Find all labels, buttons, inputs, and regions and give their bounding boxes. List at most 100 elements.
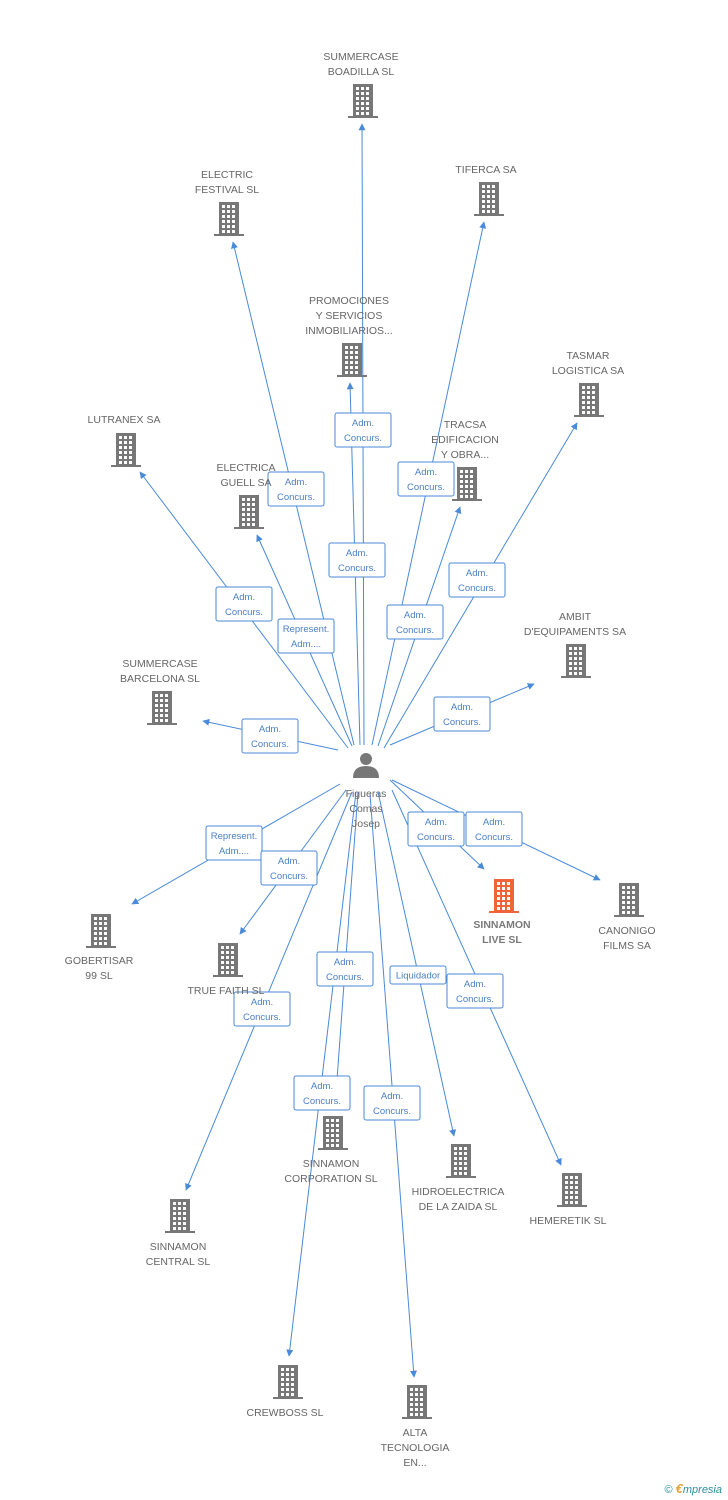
company-label-canonigo[interactable]: CANONIGO	[598, 925, 655, 937]
role-tag-lutranex[interactable]: Adm.Concurs.	[215, 586, 273, 622]
role-tag-crewboss[interactable]: Adm.Concurs.	[316, 951, 374, 987]
building-icon-electric-festival[interactable]	[214, 202, 244, 236]
company-label-summercase-barcelona[interactable]: SUMMERCASE	[122, 658, 197, 670]
building-icon-tasmar[interactable]	[574, 383, 604, 417]
company-label-sinnamon-live[interactable]: LIVE SL	[482, 934, 522, 946]
company-label-electrica-guell[interactable]: ELECTRICA	[217, 462, 276, 474]
person-icon[interactable]	[353, 753, 379, 778]
company-label-alta-tecnologia[interactable]: EN...	[403, 1457, 426, 1469]
building-icon-canonigo[interactable]	[614, 883, 644, 917]
role-tag-tracsa[interactable]: Adm.Concurs.	[386, 604, 444, 640]
company-label-tracsa[interactable]: EDIFICACION	[431, 434, 499, 446]
company-label-hidroelectrica[interactable]: HIDROELECTRICA	[412, 1186, 505, 1198]
company-label-tiferca[interactable]: TIFERCA SA	[455, 164, 516, 176]
company-label-sinnamon-central[interactable]: CENTRAL SL	[146, 1256, 211, 1268]
company-label-promociones[interactable]: PROMOCIONES	[309, 295, 389, 307]
role-tag-text: Concurs.	[407, 482, 445, 493]
role-tag-true-faith[interactable]: Adm.Concurs.	[260, 850, 318, 886]
company-label-gobertisar[interactable]: GOBERTISAR	[65, 955, 134, 967]
brand-logo-initial: €	[675, 1481, 683, 1496]
role-tag-text: Liquidador	[396, 971, 440, 982]
company-label-hemeretik[interactable]: HEMERETIK SL	[529, 1215, 606, 1227]
building-icon-promociones[interactable]	[337, 343, 367, 377]
company-label-crewboss[interactable]: CREWBOSS SL	[246, 1407, 323, 1419]
role-tag-promociones[interactable]: Adm.Concurs.	[328, 542, 386, 578]
company-label-sinnamon-corporation[interactable]: CORPORATION SL	[284, 1173, 377, 1185]
building-icon-hemeretik[interactable]	[557, 1173, 587, 1207]
building-icon-sinnamon-corporation[interactable]	[318, 1116, 348, 1150]
edge-to-crewboss	[286, 791, 357, 1357]
role-tag-sinnamon-corporation[interactable]: Adm.Concurs.	[293, 1075, 351, 1111]
building-icon-sinnamon-central[interactable]	[165, 1199, 195, 1233]
role-tag-ambit[interactable]: Adm.Concurs.	[433, 696, 491, 732]
role-tag-text: Concurs.	[417, 832, 455, 843]
company-label-lutranex[interactable]: LUTRANEX SA	[88, 414, 161, 426]
building-icon-tracsa[interactable]	[452, 467, 482, 501]
building-icon-tiferca[interactable]	[474, 182, 504, 216]
building-icon-summercase-boadilla[interactable]	[348, 84, 378, 118]
company-label-sinnamon-central[interactable]: SINNAMON	[150, 1241, 207, 1253]
role-tag-text: Adm.	[259, 724, 281, 735]
role-tag-tiferca[interactable]: Adm.Concurs.	[397, 461, 455, 497]
person-name-label[interactable]: Josep	[352, 818, 380, 830]
company-label-promociones[interactable]: Y SERVICIOS	[316, 310, 383, 322]
role-tag-summercase-boadilla[interactable]: Adm.Concurs.	[334, 412, 392, 448]
building-icon-lutranex[interactable]	[111, 433, 141, 467]
company-label-electric-festival[interactable]: ELECTRIC	[201, 169, 253, 181]
company-label-tasmar[interactable]: LOGISTICA SA	[552, 365, 624, 377]
building-icon-crewboss[interactable]	[273, 1365, 303, 1399]
role-tag-canonigo[interactable]: Adm.Concurs.	[465, 811, 523, 847]
person-name-label[interactable]: Figueras	[346, 788, 387, 800]
building-icon-sinnamon-live[interactable]	[489, 879, 519, 913]
building-icon-hidroelectrica[interactable]	[446, 1144, 476, 1178]
company-label-tasmar[interactable]: TASMAR	[567, 350, 610, 362]
role-tag-hemeretik[interactable]: Adm.Concurs.	[446, 973, 504, 1009]
company-label-alta-tecnologia[interactable]: TECNOLOGIA	[381, 1442, 450, 1454]
company-label-summercase-barcelona[interactable]: BARCELONA SL	[120, 673, 200, 685]
company-label-ambit[interactable]: D'EQUIPAMENTS SA	[524, 626, 626, 638]
role-tag-text: Adm.	[251, 997, 273, 1008]
company-label-canonigo[interactable]: FILMS SA	[603, 940, 651, 952]
company-label-sinnamon-live[interactable]: SINNAMON	[473, 919, 530, 931]
building-icon-gobertisar[interactable]	[86, 914, 116, 948]
role-tag-electric-festival[interactable]: Adm.Concurs.	[267, 471, 325, 507]
company-label-sinnamon-corporation[interactable]: SINNAMON	[303, 1158, 360, 1170]
company-label-electrica-guell[interactable]: GUELL SA	[221, 477, 272, 489]
company-label-promociones[interactable]: INMOBILIARIOS...	[305, 325, 393, 337]
building-icon-summercase-barcelona[interactable]	[147, 691, 177, 725]
company-label-gobertisar[interactable]: 99 SL	[85, 970, 113, 982]
company-label-tracsa[interactable]: TRACSA	[444, 419, 487, 431]
company-label-true-faith[interactable]: TRUE FAITH SL	[187, 985, 264, 997]
role-tag-text: Adm.	[483, 817, 505, 828]
company-nodes-layer: SUMMERCASE BOADILLA SL ELECTRIC FESTIVAL SL…	[65, 51, 656, 1469]
role-tag-summercase-barcelona[interactable]: Adm. Concurs.	[241, 718, 299, 754]
building-icon-ambit[interactable]	[561, 644, 591, 678]
role-tag-gobertisar[interactable]: Represent.Adm....	[205, 825, 263, 861]
role-tag-electrica-guell[interactable]: Represent.Adm....	[277, 618, 335, 654]
person-name-label[interactable]: Comas	[349, 803, 382, 815]
role-tag-alta-tecnologia[interactable]: Adm.Concurs.	[363, 1085, 421, 1121]
role-tag-sinnamon-central[interactable]: Adm.Concurs.	[233, 991, 291, 1027]
role-tag-text: Concurs.	[373, 1106, 411, 1117]
company-label-hidroelectrica[interactable]: DE LA ZAIDA SL	[419, 1201, 498, 1213]
role-tag-text: Concurs.	[443, 717, 481, 728]
role-tag-text: Concurs.	[251, 739, 289, 750]
company-label-tracsa[interactable]: Y OBRA...	[441, 449, 489, 461]
role-tag-text: Adm.	[352, 418, 374, 429]
role-tag-sinnamon-live[interactable]: Adm.Concurs.	[407, 811, 465, 847]
role-tag-text: Adm....	[291, 639, 321, 650]
role-tag-text: Concurs.	[326, 972, 364, 983]
building-icon-alta-tecnologia[interactable]	[402, 1385, 432, 1419]
building-icon-electrica-guell[interactable]	[234, 495, 264, 529]
company-label-electric-festival[interactable]: FESTIVAL SL	[195, 184, 259, 196]
company-label-summercase-boadilla[interactable]: BOADILLA SL	[328, 66, 395, 78]
role-tag-text: Concurs.	[225, 607, 263, 618]
role-tag-text: Adm.	[278, 856, 300, 867]
company-label-alta-tecnologia[interactable]: ALTA	[403, 1427, 428, 1439]
role-tag-hidroelectrica[interactable]: Liquidador	[389, 965, 447, 985]
company-label-ambit[interactable]: AMBIT	[559, 611, 592, 623]
company-label-summercase-boadilla[interactable]: SUMMERCASE	[323, 51, 398, 63]
building-icon-true-faith[interactable]	[213, 943, 243, 977]
role-tag-tasmar[interactable]: Adm.Concurs.	[448, 562, 506, 598]
